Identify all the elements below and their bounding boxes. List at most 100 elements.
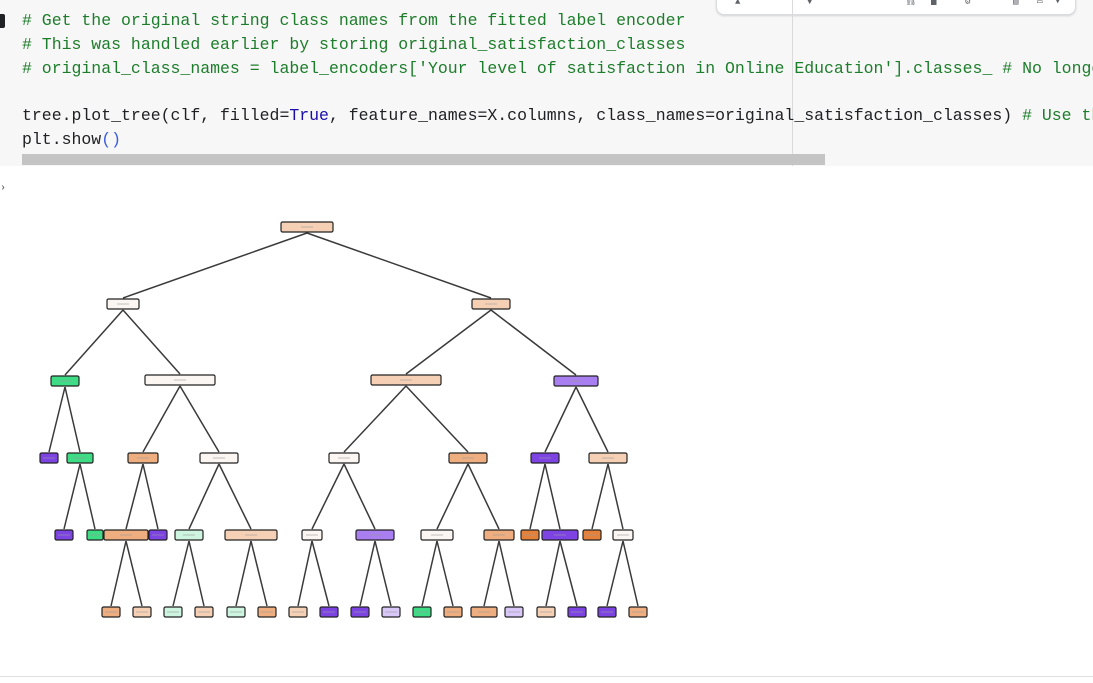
tree-edge: [125, 540, 143, 607]
tree-edge: [606, 540, 624, 607]
tree-node: [328, 452, 360, 464]
tree-edge: [110, 540, 127, 607]
tree-edge: [122, 309, 181, 375]
cell-toolbar[interactable]: ▲ ▼ ⛓ ▆ ⚙ ▤ ▭ ▾: [716, 0, 1076, 15]
tree-edge: [188, 463, 220, 530]
tree-edge: [490, 309, 577, 376]
tree-node: [199, 452, 239, 464]
tree-edge: [436, 540, 454, 607]
code-editor[interactable]: # Get the original string class names fr…: [22, 9, 1093, 152]
tree-node: [39, 452, 59, 464]
tree-node: [355, 529, 395, 541]
code-token: tree.plot_tree(clf, filled=: [22, 106, 290, 125]
code-line: plt.show(): [22, 128, 1093, 152]
tree-edge: [343, 385, 407, 453]
tree-node: [226, 606, 246, 618]
tree-node: [553, 375, 599, 387]
tree-node: [582, 529, 602, 541]
tree-node: [288, 606, 308, 618]
tree-edge: [405, 385, 469, 453]
tree-edge: [591, 463, 609, 530]
tree-node: [86, 529, 104, 541]
mirror-cell-icon[interactable]: ▤: [1013, 0, 1019, 5]
tree-node: [536, 606, 556, 618]
tree-node: [194, 606, 214, 618]
tree-node: [471, 298, 511, 310]
tree-node: [470, 606, 498, 618]
tree-edge: [235, 540, 252, 607]
tree-node: [144, 374, 216, 386]
tree-edge: [498, 540, 515, 607]
code-line: # This was handled earlier by storing or…: [22, 33, 1093, 57]
tree-edge: [544, 463, 561, 530]
tree-edge: [421, 540, 438, 607]
tree-edge: [48, 386, 66, 453]
comment-icon[interactable]: ▆: [931, 0, 937, 5]
tree-node: [148, 529, 168, 541]
code-cell[interactable]: ▲ ▼ ⛓ ▆ ⚙ ▤ ▭ ▾ # Get the original strin…: [0, 0, 1093, 166]
tree-edge: [544, 386, 577, 453]
code-line: # original_class_names = label_encoders[…: [22, 57, 1093, 81]
tree-edge: [311, 463, 345, 530]
tree-edge: [172, 540, 190, 607]
tree-edge: [250, 540, 268, 607]
delete-icon[interactable]: ▭: [1037, 0, 1043, 5]
link-icon[interactable]: ⛓: [905, 0, 915, 5]
tree-edge: [436, 463, 469, 530]
tree-edge: [622, 540, 639, 607]
tree-node: [50, 375, 80, 387]
cell-output: [0, 166, 1093, 676]
tree-edge: [311, 540, 330, 607]
tree-node: [280, 221, 334, 233]
tree-edge: [297, 540, 313, 607]
move-down-icon[interactable]: ▼: [807, 0, 813, 5]
code-line: # Get the original string class names fr…: [22, 9, 1093, 33]
code-token: # Get the original string class names fr…: [22, 11, 686, 30]
tree-node: [420, 529, 454, 541]
tree-node: [301, 529, 323, 541]
tree-edge: [64, 386, 81, 453]
tree-node: [319, 606, 339, 618]
more-options-icon[interactable]: ▾: [1055, 0, 1061, 5]
code-token: # This was handled earlier by storing or…: [22, 35, 686, 54]
tree-edge: [359, 540, 376, 607]
code-token: # original_class_names = label_encoders[…: [22, 59, 1093, 78]
tree-edge: [575, 386, 609, 453]
tree-node: [588, 452, 628, 464]
tree-node: [504, 606, 524, 618]
tree-node: [381, 606, 401, 618]
code-token: plt.show: [22, 130, 102, 149]
tree-edge: [483, 540, 500, 607]
tree-edge: [467, 463, 500, 530]
tree-node: [520, 529, 540, 541]
move-up-icon[interactable]: ▲: [735, 0, 741, 5]
tree-edge: [142, 385, 181, 453]
cell-run-indicator[interactable]: [0, 14, 5, 28]
settings-icon[interactable]: ⚙: [965, 0, 971, 5]
tree-edge: [125, 463, 144, 530]
tree-edge: [179, 385, 220, 453]
code-token: , feature_names=X.columns, class_names=o…: [328, 106, 1023, 125]
tree-node: [350, 606, 370, 618]
tree-edge: [142, 463, 159, 530]
tree-node: [66, 452, 94, 464]
tree-node: [103, 529, 149, 541]
tree-node: [370, 374, 442, 386]
tree-node: [541, 529, 579, 541]
tree-node: [106, 298, 140, 310]
cell-divider: [0, 676, 1093, 677]
tree-edge: [188, 540, 205, 607]
tree-node: [174, 529, 204, 541]
tree-edge: [343, 463, 376, 530]
horizontal-scrollbar[interactable]: [22, 154, 825, 165]
tree-edge: [374, 540, 392, 607]
code-token: # Use the: [1022, 106, 1093, 125]
tree-edge: [122, 232, 308, 299]
tree-edge: [64, 309, 124, 376]
tree-edge: [559, 540, 578, 607]
output-marker: ›: [0, 183, 7, 194]
code-token: True: [289, 106, 329, 125]
tree-node: [483, 529, 515, 541]
tree-edge: [607, 463, 624, 530]
